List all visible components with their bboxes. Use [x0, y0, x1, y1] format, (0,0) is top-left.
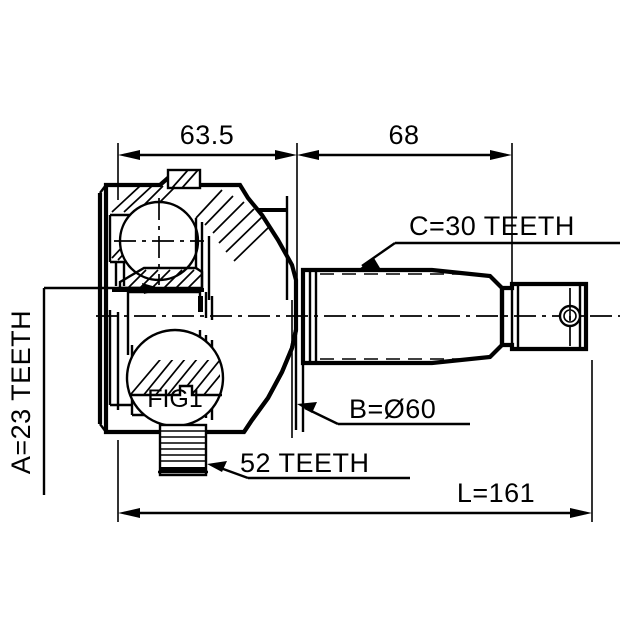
annotation-abs-ring: 52 TEETH	[207, 448, 410, 480]
total-length-label: L=161	[457, 478, 535, 508]
housing-top-stub	[166, 168, 202, 190]
outer-spline-label: C=30 TEETH	[409, 211, 575, 241]
inner-spline-section	[126, 290, 214, 355]
annotation-outer-spline: C=30 TEETH	[355, 211, 620, 272]
inner-spline-label: A=23 TEETH	[6, 310, 36, 474]
joint-length-label: 63.5	[180, 120, 235, 150]
ball-bearing-upper	[114, 198, 204, 285]
fig1-label: FIG1	[147, 385, 203, 413]
dimension-group-overall: L=161	[117, 360, 593, 522]
abs-ring-label: 52 TEETH	[240, 448, 370, 478]
dimension-group-top	[117, 143, 513, 300]
cv-joint-housing: FIG1	[97, 168, 299, 477]
shaft-length-label: 68	[388, 120, 419, 150]
abs-tone-ring	[158, 423, 208, 477]
end-hole	[558, 288, 582, 346]
hatch-upper-wall	[111, 185, 271, 262]
annotation-boot-diameter: B=Ø60	[297, 394, 470, 426]
fig1-callout: FIG1	[125, 328, 225, 428]
shaft-section	[96, 267, 620, 366]
annotation-inner-spline: A=23 TEETH	[6, 283, 163, 495]
boot-diameter-label: B=Ø60	[349, 394, 436, 424]
